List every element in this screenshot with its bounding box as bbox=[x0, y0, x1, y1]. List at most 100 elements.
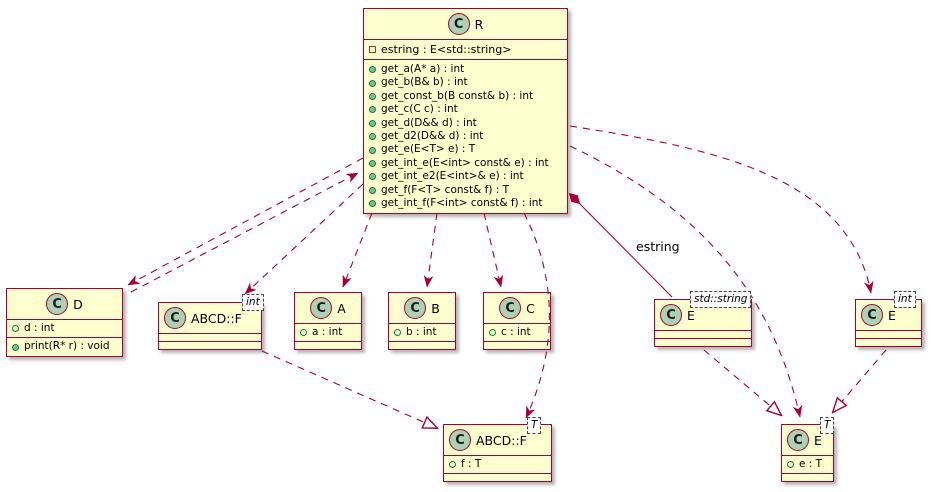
method-text: get_int_f(F<int> const& f) : int bbox=[381, 197, 543, 210]
class-e-int-name: E bbox=[888, 307, 896, 323]
method-row: get_c(C c) : int bbox=[369, 103, 562, 116]
class-a-methods bbox=[295, 341, 361, 349]
class-f-t-fields: f : T bbox=[444, 455, 551, 473]
class-e-t-fields: e : T bbox=[782, 455, 833, 473]
edge-r-to-f-int-dependency bbox=[244, 183, 364, 295]
field-text: a : int bbox=[312, 326, 343, 338]
method-text: print(R* r) : void bbox=[24, 340, 110, 353]
class-icon: C bbox=[861, 304, 883, 326]
public-field-icon bbox=[394, 329, 401, 337]
method-text: get_a(A* a) : int bbox=[381, 63, 465, 75]
field-text: c : int bbox=[501, 326, 531, 338]
class-icon: C bbox=[164, 307, 186, 329]
method-row: get_int_e(E<int> const& e) : int bbox=[369, 157, 562, 170]
method-text: get_int_e2(E<int>& e) : int bbox=[381, 170, 524, 183]
private-field-icon bbox=[369, 46, 376, 53]
class-a-name: A bbox=[337, 300, 346, 316]
class-c-methods bbox=[484, 341, 550, 349]
method-row: get_b(B& b) : int bbox=[369, 76, 562, 89]
method-row: get_int_f(F<int> const& f) : int bbox=[369, 197, 562, 210]
method-row: print(R* r) : void bbox=[12, 340, 117, 353]
template-tag-int: int bbox=[242, 294, 264, 311]
class-b-name: B bbox=[431, 300, 440, 316]
class-e-string-name: E bbox=[687, 307, 695, 323]
class-c-fields: c : int bbox=[484, 323, 550, 341]
field-row: a : int bbox=[300, 326, 356, 339]
class-f-t-header: C ABCD::F bbox=[444, 425, 551, 455]
class-icon: C bbox=[787, 429, 809, 451]
template-tag-int: int bbox=[894, 291, 916, 308]
class-b: C B b : int bbox=[388, 292, 456, 351]
public-method-icon bbox=[369, 79, 376, 87]
edge-r-to-e-int-dependency bbox=[569, 125, 874, 294]
class-f-t: C ABCD::F f : T bbox=[443, 424, 552, 483]
method-text: get_d(D&& d) : int bbox=[381, 116, 477, 129]
class-d-name: D bbox=[73, 296, 83, 312]
class-c-header: C C bbox=[484, 293, 550, 323]
class-icon: C bbox=[46, 293, 69, 315]
field-row: f : T bbox=[449, 458, 546, 471]
public-method-icon bbox=[369, 186, 376, 194]
public-method-icon bbox=[369, 119, 376, 127]
method-row: get_const_b(B const& b) : int bbox=[369, 90, 562, 103]
class-r-name: R bbox=[474, 16, 484, 32]
field-text: e : T bbox=[799, 458, 823, 470]
composition-diamond bbox=[568, 192, 581, 205]
class-f-t-methods bbox=[444, 473, 551, 481]
public-method-icon bbox=[369, 173, 376, 181]
field-text: f : T bbox=[461, 458, 482, 470]
edge-r-to-c-dependency bbox=[483, 212, 504, 288]
public-field-icon bbox=[300, 329, 307, 337]
public-method-icon bbox=[369, 160, 376, 168]
public-field-icon bbox=[787, 461, 794, 469]
class-icon: C bbox=[449, 429, 471, 451]
class-a-fields: a : int bbox=[295, 323, 361, 341]
class-c-name: C bbox=[526, 300, 535, 316]
class-icon: C bbox=[310, 297, 333, 319]
edge-e-int-realizes-e-t bbox=[833, 349, 887, 412]
public-method-icon bbox=[369, 106, 376, 114]
edge-f-int-realizes-f-t bbox=[261, 350, 437, 428]
method-row: get_a(A* a) : int bbox=[369, 63, 562, 76]
public-field-icon bbox=[12, 325, 19, 333]
field-text: d : int bbox=[24, 322, 55, 334]
edge-r-to-e-t-dependency bbox=[569, 145, 803, 418]
class-e-t-methods bbox=[782, 473, 833, 481]
class-f-t-name: ABCD::F bbox=[476, 432, 527, 448]
edge-e-string-realizes-e-t bbox=[703, 349, 781, 415]
public-field-icon bbox=[449, 461, 456, 469]
method-text: get_c(C c) : int bbox=[381, 103, 458, 116]
template-tag-std-string: std::string bbox=[690, 291, 752, 308]
class-e-string-fields bbox=[655, 330, 751, 338]
class-icon: C bbox=[499, 297, 522, 319]
field-row: estring : E<std::string> bbox=[369, 42, 562, 57]
field-row: b : int bbox=[394, 326, 450, 339]
class-r: C R estring : E<std::string> get_a(A* a)… bbox=[363, 8, 568, 215]
class-f-int-header: C ABCD::F bbox=[159, 303, 261, 333]
method-row: get_int_e2(E<int>& e) : int bbox=[369, 170, 562, 183]
class-f-int-name: ABCD::F bbox=[191, 310, 242, 326]
class-f-int: C ABCD::F bbox=[158, 302, 262, 350]
method-text: get_f(F<T> const& f) : T bbox=[381, 183, 510, 196]
class-d-fields: d : int bbox=[7, 319, 122, 337]
field-row: d : int bbox=[12, 322, 117, 335]
class-r-fields: estring : E<std::string> bbox=[364, 39, 567, 59]
class-e-int-methods bbox=[856, 338, 921, 346]
method-text: get_int_e(E<int> const& e) : int bbox=[381, 156, 549, 169]
class-icon: C bbox=[404, 297, 427, 319]
class-r-header: C R bbox=[364, 9, 567, 39]
method-text: get_b(B& b) : int bbox=[381, 76, 468, 89]
method-row: get_d2(D&& d) : int bbox=[369, 130, 562, 143]
template-tag-t: T bbox=[820, 417, 835, 434]
method-row: get_d(D&& d) : int bbox=[369, 117, 562, 130]
public-method-icon bbox=[369, 66, 376, 74]
field-text: estring : E<std::string> bbox=[381, 43, 512, 56]
class-d-header: C D bbox=[7, 289, 122, 319]
template-tag-t: T bbox=[527, 417, 542, 434]
method-text: get_d2(D&& d) : int bbox=[381, 130, 484, 143]
class-b-fields: b : int bbox=[389, 323, 455, 341]
public-method-icon bbox=[12, 343, 19, 351]
field-row: e : T bbox=[787, 458, 828, 471]
class-e-t-name: E bbox=[814, 432, 822, 448]
